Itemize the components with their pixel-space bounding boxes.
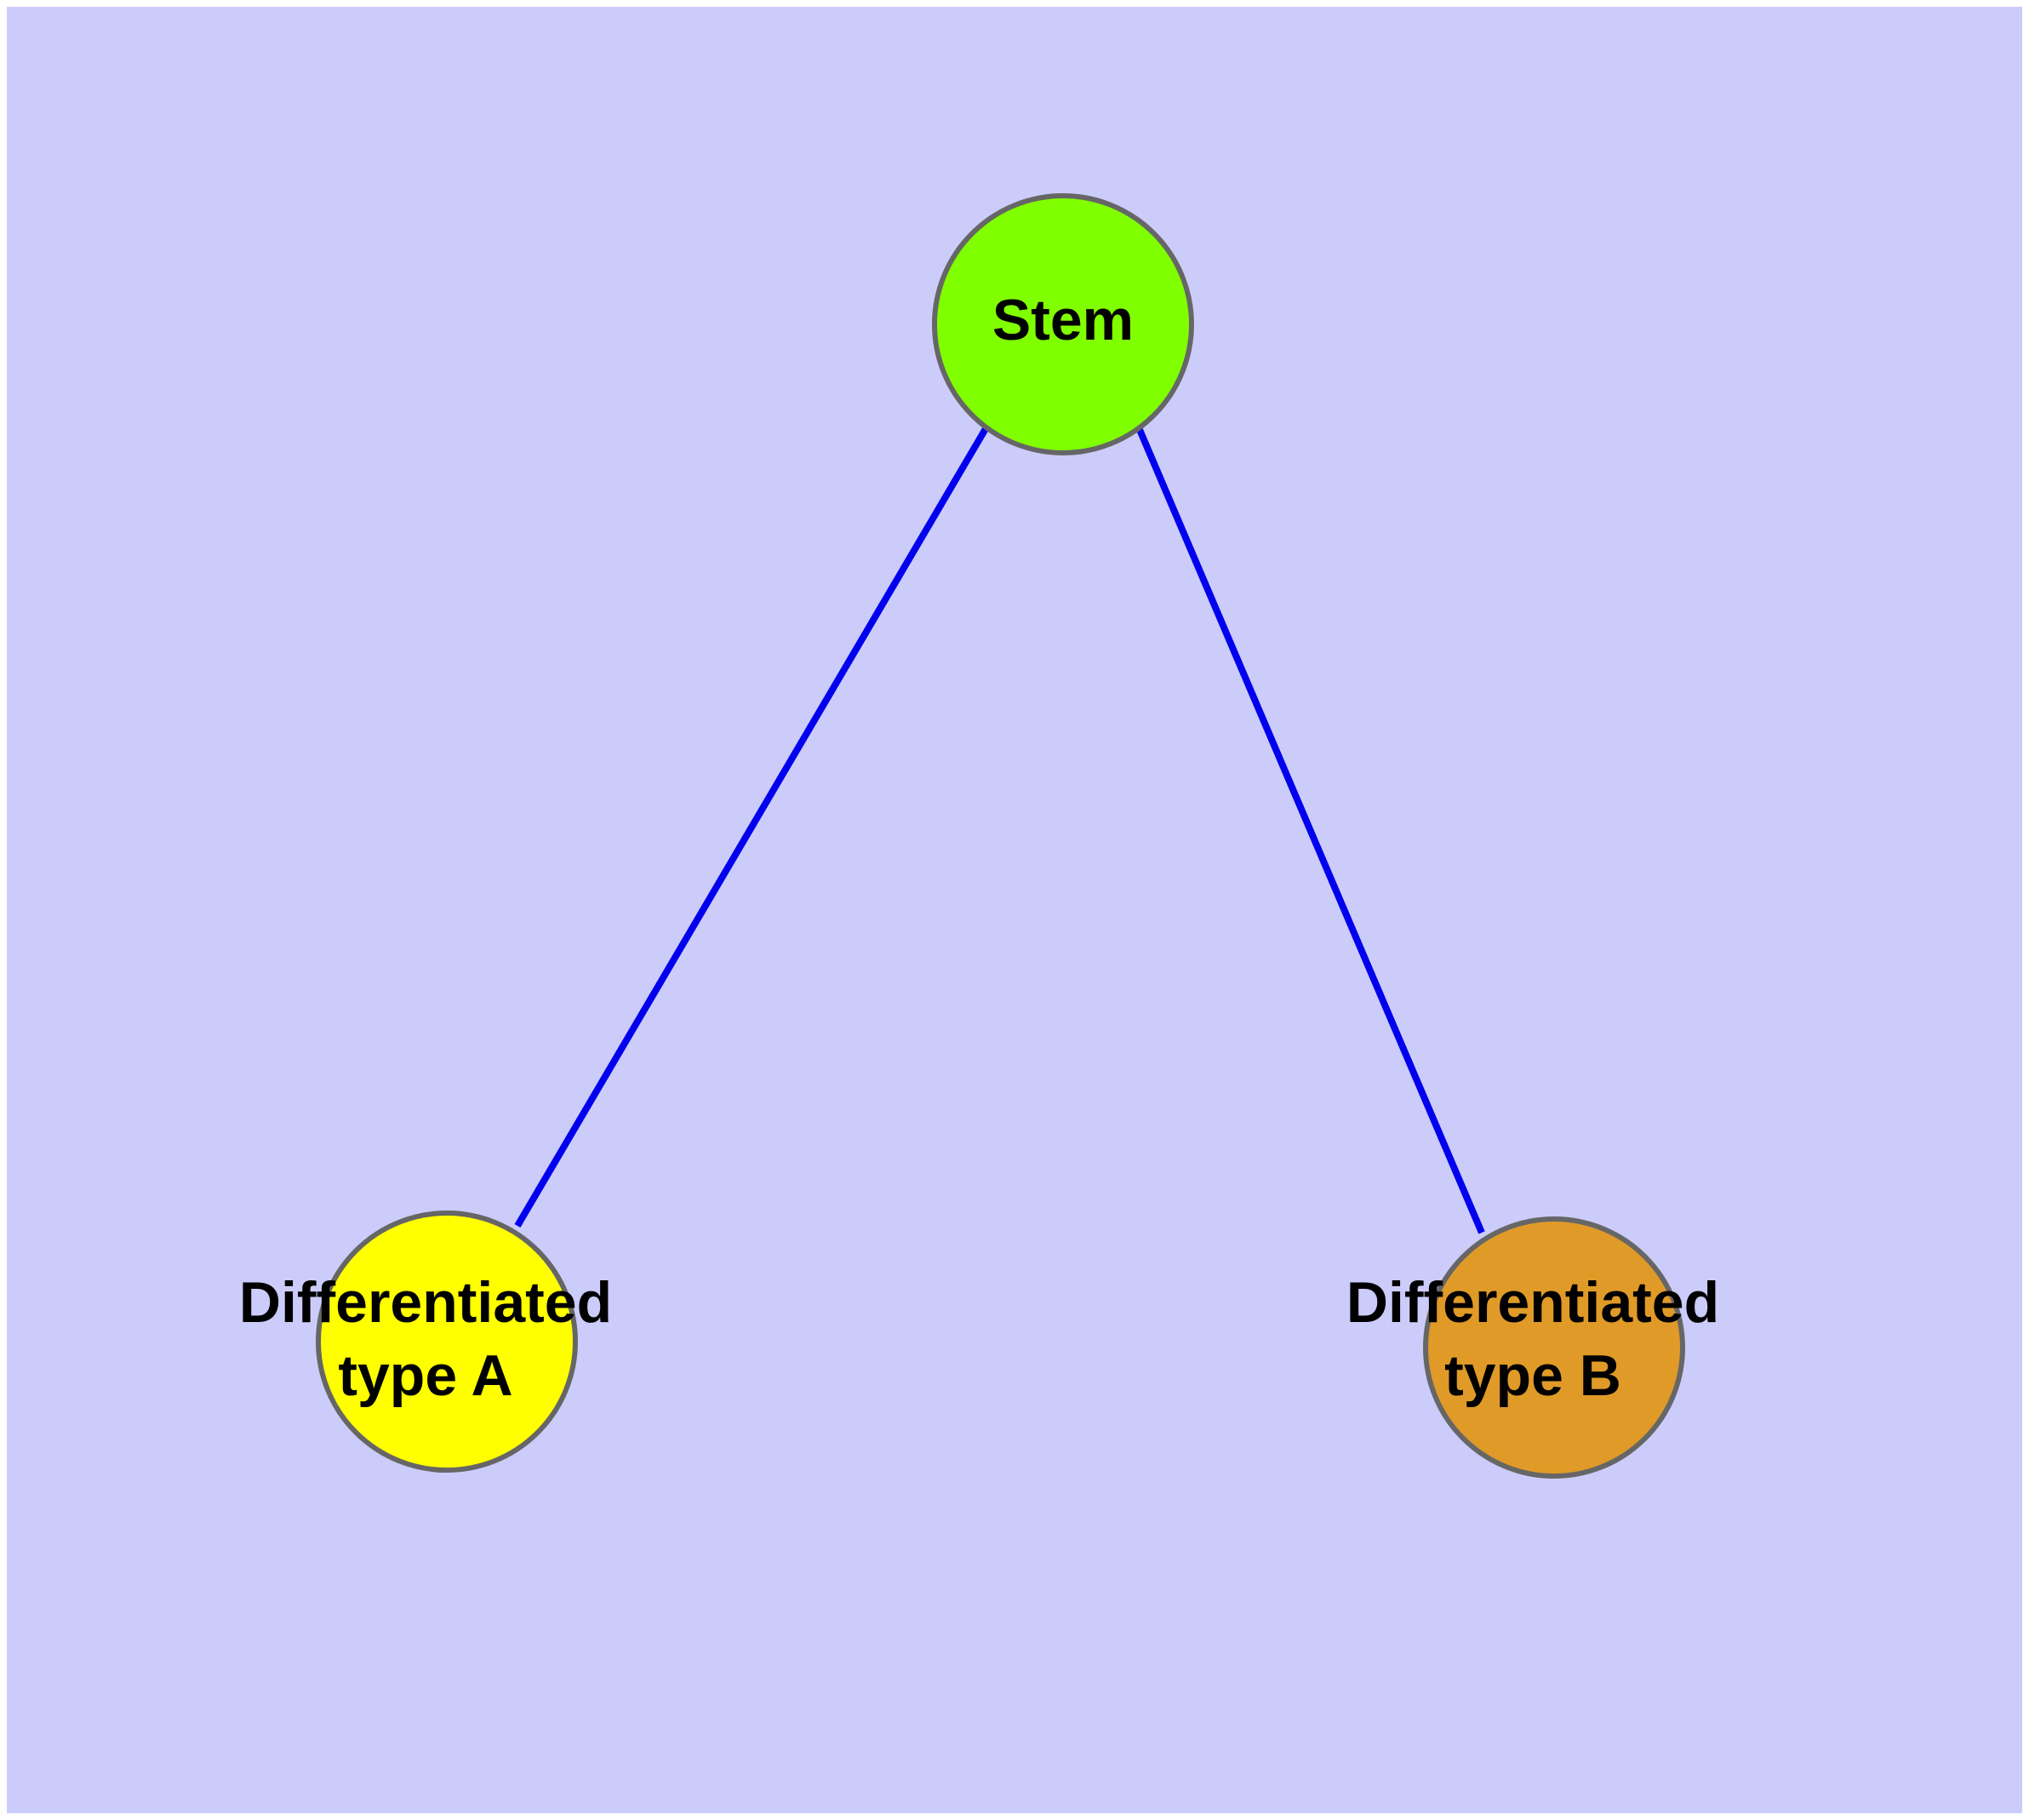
node-label-differentiated-type-a-line1: Differentiated [239, 1270, 612, 1335]
node-circle-stem[interactable] [932, 193, 1194, 455]
node-differentiated-type-b[interactable]: Differentiated type B [1346, 1216, 1719, 1479]
edge-group [514, 424, 1485, 1234]
node-label-differentiated-type-a-line2: type A [338, 1343, 512, 1408]
edge-stem-to-differentiated-type-b[interactable] [1135, 424, 1485, 1234]
node-circle-differentiated-type-a[interactable] [316, 1210, 578, 1473]
node-differentiated-type-a[interactable]: Differentiated type A [239, 1210, 612, 1473]
node-circle-differentiated-type-b[interactable] [1423, 1216, 1685, 1479]
diagram-plot-area: Stem Differentiated type A Differentiate… [7, 7, 2022, 1813]
edge-stem-to-differentiated-type-a[interactable] [514, 425, 990, 1228]
graph-svg: Stem Differentiated type A Differentiate… [239, 193, 1719, 1479]
node-label-differentiated-type-b-line2: type B [1444, 1343, 1621, 1408]
node-label-stem: Stem [992, 288, 1134, 352]
node-label-differentiated-type-b-line1: Differentiated [1346, 1270, 1719, 1335]
node-stem[interactable]: Stem [932, 193, 1194, 455]
